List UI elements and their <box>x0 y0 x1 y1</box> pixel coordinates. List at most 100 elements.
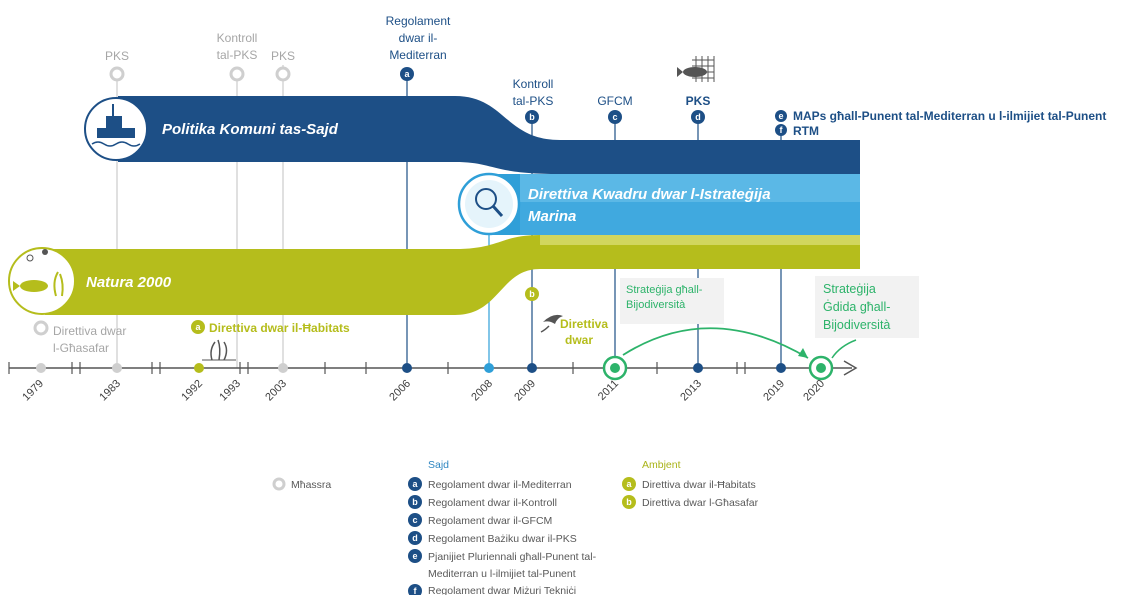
label-habitats-1992: Direttiva dwar il-Ħabitats <box>209 321 350 335</box>
badge-b-2009-env-letter: b <box>529 289 535 299</box>
natura-band-title: Natura 2000 <box>86 274 172 291</box>
timeline-arrowhead <box>843 360 858 376</box>
axis-dot-2013 <box>693 363 703 373</box>
axis-ticks <box>8 362 746 374</box>
legend-badge-e <box>408 549 422 563</box>
magnifier-icon <box>457 172 521 236</box>
badge-d-2013-letter: d <box>695 112 701 122</box>
label-maps: MAPs għall-Punent tal-Mediterran u l-ilm… <box>793 109 1106 123</box>
axis-dot-2003 <box>278 363 288 373</box>
label-pks-1983: PKS <box>105 49 129 63</box>
fishing-boat-icon <box>84 97 148 161</box>
natura-band-highlight <box>540 235 860 245</box>
badge-b-2009-env <box>525 287 539 301</box>
label-gfcm: GFCM <box>597 94 632 108</box>
badge-b-2009-letter: b <box>529 112 535 122</box>
seaweed-icon <box>202 339 236 361</box>
legend-badge-f-letter: f <box>414 586 418 595</box>
badge-a-2006 <box>400 67 414 81</box>
axis-dot-2006 <box>402 363 412 373</box>
label-kontroll-1993-l1: Kontroll <box>217 31 258 45</box>
year-2011: 2011 <box>596 378 621 403</box>
badge-a-2006-letter: a <box>404 69 410 79</box>
msfd-band-stripe-2 <box>520 202 860 235</box>
bird-icon <box>540 314 563 333</box>
label-reg-med-l1: Regolament <box>386 14 451 28</box>
label-birds-1979-l2: l-Għasafar <box>53 341 109 355</box>
axis-dot-1983 <box>112 363 122 373</box>
legend-fishing-d: Regolament Bażiku dwar il-PKS <box>428 533 577 545</box>
legend-fishing-b: Regolament dwar il-Kontroll <box>428 497 557 509</box>
legend-badge-f <box>408 584 422 595</box>
legend-badge-a <box>408 477 422 491</box>
axis-dot-2009 <box>527 363 537 373</box>
axis-dot-2019 <box>776 363 786 373</box>
label-reg-med-l2: dwar il- <box>399 31 438 45</box>
label-biodiv-2011-l1: Strateġija għall- <box>626 284 703 296</box>
axis-dot-2020 <box>816 363 826 373</box>
label-birds-2009-l1: Direttiva <box>560 317 608 331</box>
label-rtm: RTM <box>793 124 819 138</box>
biodiv-arrow-curve <box>622 327 809 359</box>
axis-dot-2008 <box>484 363 494 373</box>
legend-badge-b-letter: b <box>412 497 418 507</box>
legend-env-badge-a-letter: a <box>626 479 632 489</box>
top-markers: a b c d e f <box>109 66 787 136</box>
legend-badge-a-letter: a <box>412 479 418 489</box>
biodiv-arrow-head <box>798 348 808 358</box>
badge-d-2013 <box>691 110 705 124</box>
marker-pks-1983 <box>109 66 125 82</box>
legend-badge-d-letter: d <box>412 533 418 543</box>
label-biodiv-2020-l2: Ġdida għall- <box>823 300 890 314</box>
label-kontroll-1993-l2: tal-PKS <box>217 48 258 62</box>
label-biodiv-2020-l1: Strateġija <box>823 282 876 296</box>
badge-e-2019 <box>775 110 787 122</box>
badge-a-1992-letter: a <box>195 322 201 332</box>
badge-e-2019-letter: e <box>778 111 783 121</box>
year-2019: 2019 <box>761 378 787 404</box>
marker-pks-2003 <box>275 66 291 82</box>
fisheries-band <box>118 96 860 174</box>
legend-env-badge-b-letter: b <box>626 497 632 507</box>
label-birds-2009-l2: dwar <box>565 333 593 347</box>
legend-env-badge-b <box>622 495 636 509</box>
year-2003: 2003 <box>263 378 289 404</box>
legend-badge-c-letter: c <box>412 515 417 525</box>
year-2009: 2009 <box>512 378 538 404</box>
marker-kontroll-1993 <box>229 66 245 82</box>
legend-fishing-c: Regolament dwar il-GFCM <box>428 515 552 527</box>
label-biodiv-2011-l2: Bijodiversità <box>626 299 686 311</box>
legend-badge-c <box>408 513 422 527</box>
year-2013: 2013 <box>678 378 704 404</box>
year-2020: 2020 <box>801 378 827 404</box>
axis-dots <box>36 355 834 381</box>
label-reg-med-l3: Mediterran <box>389 48 446 62</box>
year-2008: 2008 <box>469 378 495 404</box>
legend-fishing-e-l2: Mediterran u l-ilmijiet tal-Punent <box>428 568 576 580</box>
legend-fishing-e-l1: Pjanijiet Pluriennali għall-Punent tal- <box>428 551 597 563</box>
badge-c-2011 <box>608 110 622 124</box>
axis-dot-1979 <box>36 363 46 373</box>
axis-dot-1992 <box>194 363 204 373</box>
label-pks-2013: PKS <box>686 94 711 108</box>
legend: Mħassra Sajd a Regolament dwar il-Medite… <box>272 459 759 595</box>
msfd-band-stripe-1 <box>520 174 860 202</box>
legend-badge-e-letter: e <box>412 551 417 561</box>
msfd-band-title-line1: Direttiva Kwadru dwar l-Istrateġija <box>528 186 771 203</box>
year-1992: 1992 <box>179 378 205 404</box>
badge-a-1992 <box>191 320 205 334</box>
label-kontroll-2009-l1: Kontroll <box>513 77 554 91</box>
legend-env-b: Direttiva dwar l-Għasafar <box>642 497 759 509</box>
marker-birds-1979 <box>33 320 49 336</box>
year-labels: 1979 1983 1992 1993 2003 2006 2008 2009 … <box>20 378 827 404</box>
fish-net-icon <box>677 56 715 82</box>
legend-fishing-a: Regolament dwar il-Mediterran <box>428 479 572 491</box>
year-1983: 1983 <box>97 378 123 404</box>
legend-fishing-f: Regolament dwar Miżuri Tekniċi <box>428 585 576 595</box>
year-1979: 1979 <box>20 378 46 404</box>
label-biodiv-2020-l3: Bijodiversità <box>823 318 890 332</box>
biodiv-2011-box <box>620 278 724 324</box>
badge-b-2009 <box>525 110 539 124</box>
legend-badge-d <box>408 531 422 545</box>
